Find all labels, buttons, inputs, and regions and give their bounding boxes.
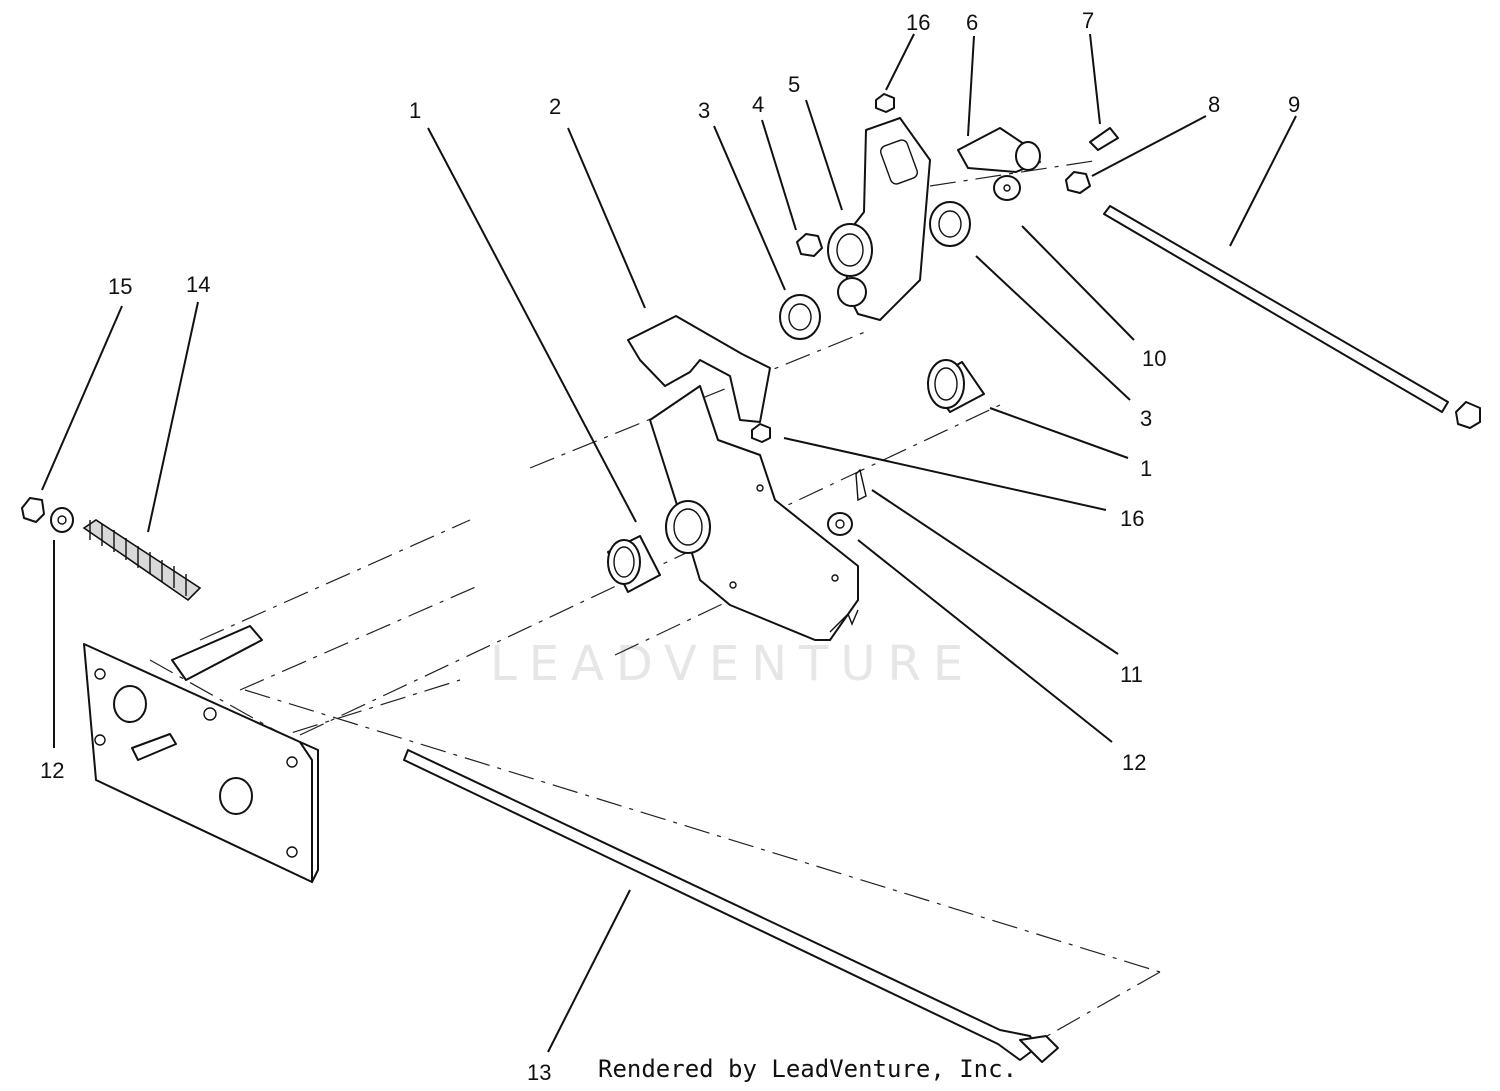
callout-15: 15 (108, 274, 132, 299)
footer-credit: Rendered by LeadVenture, Inc. (598, 1055, 1017, 1083)
flange-bushing-b (929, 201, 971, 247)
bushing-left (607, 535, 661, 593)
callout-13: 13 (527, 1060, 551, 1085)
callout-7: 7 (1082, 8, 1094, 33)
callout-6: 6 (966, 10, 978, 35)
callout-9: 9 (1288, 92, 1300, 117)
lever-bracket (627, 315, 859, 641)
callout-14: 14 (186, 272, 210, 297)
leader-lines (41, 33, 1297, 1053)
callout-1-left: 1 (409, 98, 421, 123)
washer-12-right (827, 512, 853, 536)
callout-3-right: 3 (1140, 406, 1152, 431)
assembly-axis-lines (124, 159, 1161, 1041)
callout-16-top: 16 (906, 10, 930, 35)
washer-12-left (50, 507, 74, 533)
callout-3-top: 3 (698, 98, 710, 123)
watermark-text: LEADVENTURE (490, 636, 975, 692)
nut-15 (21, 497, 45, 523)
spring-14 (82, 519, 202, 602)
rod-13 (403, 749, 1059, 1063)
nut-8 (1065, 171, 1091, 194)
cotter-pin-11 (855, 468, 867, 502)
screw-7 (1089, 127, 1119, 151)
callout-11: 11 (1120, 662, 1143, 687)
callout-2: 2 (549, 94, 561, 119)
bushing-right (927, 359, 985, 413)
callout-5: 5 (788, 72, 800, 97)
callout-16-mid: 16 (1120, 506, 1144, 531)
control-plate (827, 117, 931, 321)
callout-12-left: 12 (40, 758, 64, 783)
nut-4 (796, 233, 823, 257)
nut-16-top (875, 93, 895, 113)
callout-labels: 1 2 3 4 5 16 6 7 8 9 10 3 1 16 11 12 15 … (40, 8, 1300, 1085)
callout-12-right: 12 (1122, 750, 1146, 775)
callout-10: 10 (1142, 346, 1166, 371)
callout-4: 4 (752, 92, 764, 117)
nut-16-mid (751, 423, 771, 443)
mounting-plate (83, 625, 319, 883)
callout-1-right: 1 (1140, 456, 1152, 481)
callout-8: 8 (1208, 92, 1220, 117)
flange-bushing-a (779, 294, 821, 340)
swivel-6 (957, 127, 1041, 173)
washer-10 (993, 175, 1021, 201)
threaded-rod-9 (1103, 205, 1481, 429)
